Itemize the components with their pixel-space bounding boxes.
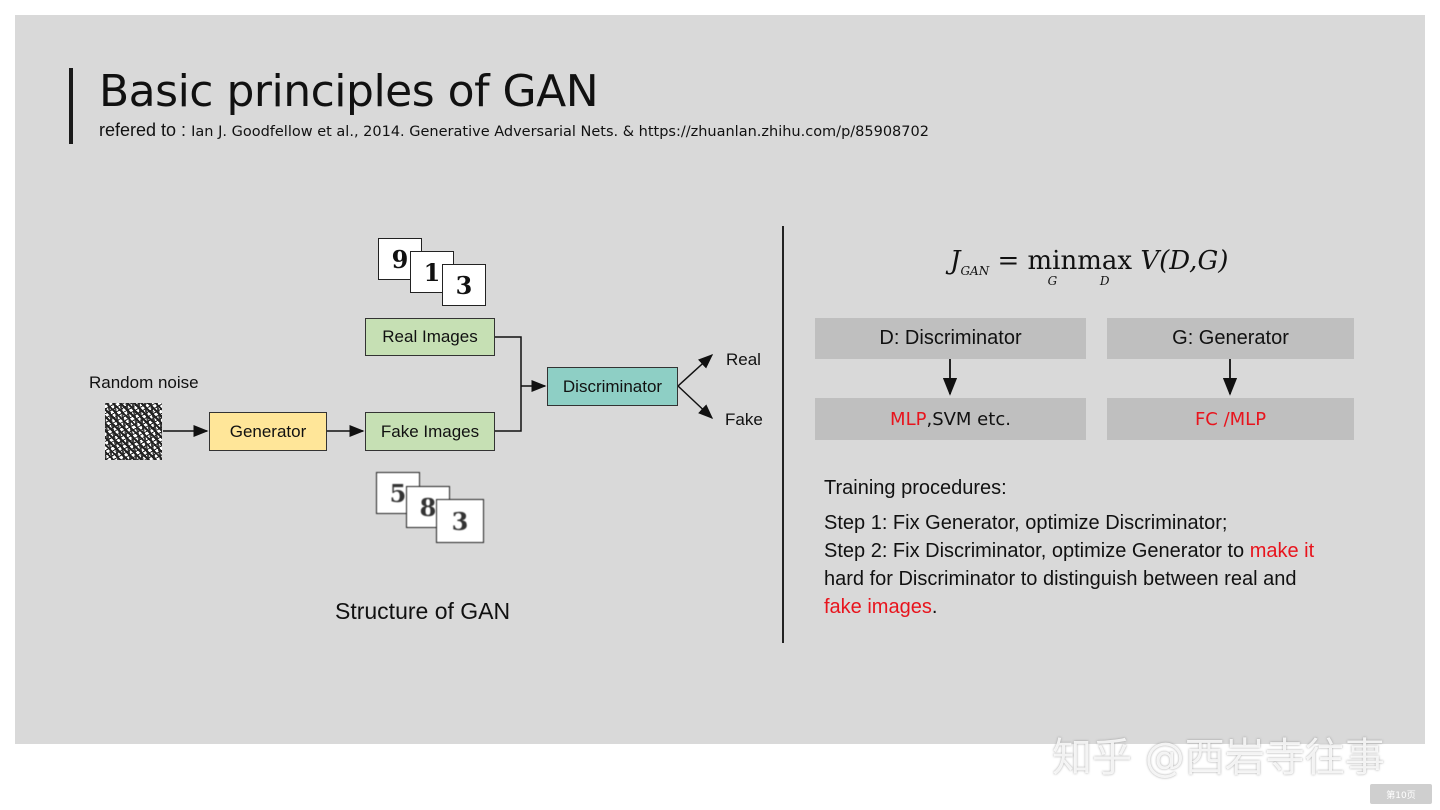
step-2-highlight-1: make it (1249, 540, 1315, 562)
step-2-highlight-3: fake images (824, 596, 932, 618)
reference-text: Ian J. Goodfellow et al., 2014. Generati… (191, 124, 929, 140)
training-heading: Training procedures: (824, 477, 1007, 499)
d-model-rest: ,SVM etc. (926, 408, 1011, 430)
training-step-2-line-1: Step 2: Fix Discriminator, optimize Gene… (824, 540, 1314, 563)
formula-j: J (950, 246, 961, 276)
discriminator-box: Discriminator (547, 367, 678, 406)
vertical-divider (782, 226, 784, 643)
g-model-highlight: FC /MLP (1194, 408, 1267, 430)
reference-line: refered to : Ian J. Goodfellow et al., 2… (99, 120, 929, 141)
d-model-box: MLP,SVM etc. (815, 398, 1086, 440)
title-accent-bar (69, 68, 73, 144)
formula-equals: = (997, 246, 1020, 276)
formula-max-subscript: D (1099, 274, 1110, 288)
zhihu-watermark: 知乎 @西岩寺往事 (1052, 735, 1385, 781)
step-2-text: Step 2: Fix Discriminator, optimize Gene… (824, 540, 1250, 562)
real-digit-image: 3 (442, 264, 486, 306)
arrow-to-fake (677, 385, 714, 420)
fake-digit-image: 3 (436, 499, 484, 543)
formula-value-function: V(D,G) (1140, 246, 1229, 276)
g-model-box: FC /MLP (1107, 398, 1354, 440)
line-real-to-merge (495, 336, 522, 432)
formula-min: min (1027, 246, 1078, 276)
fake-images-box: Fake Images (365, 412, 495, 451)
step-2-period: . (931, 596, 938, 618)
real-images-box: Real Images (365, 318, 495, 356)
slide-title: Basic principles of GAN (99, 66, 599, 117)
page-number-button[interactable]: 第10页 (1370, 784, 1432, 804)
slide-canvas (15, 15, 1425, 744)
output-real-label: Real (726, 350, 761, 369)
g-generator-box: G: Generator (1107, 318, 1354, 359)
training-step-1: Step 1: Fix Generator, optimize Discrimi… (824, 512, 1228, 534)
generator-box: Generator (209, 412, 327, 451)
noise-image (105, 403, 162, 460)
random-noise-label: Random noise (89, 373, 199, 392)
diagram-caption: Structure of GAN (335, 598, 511, 624)
d-discriminator-box: D: Discriminator (815, 318, 1086, 359)
reference-label: refered to : (99, 120, 187, 140)
formula-min-subscript: G (1047, 274, 1058, 288)
arrow-to-real (677, 353, 714, 387)
formula-j-subscript: GAN (960, 264, 990, 279)
step-2-highlight-2: hard for Discriminator to distinguish be… (824, 568, 1297, 590)
output-fake-label: Fake (725, 410, 763, 429)
d-model-highlight: MLP (890, 408, 927, 430)
training-step-2-line-3: fake images. (824, 596, 937, 619)
formula-max: max (1077, 246, 1133, 276)
